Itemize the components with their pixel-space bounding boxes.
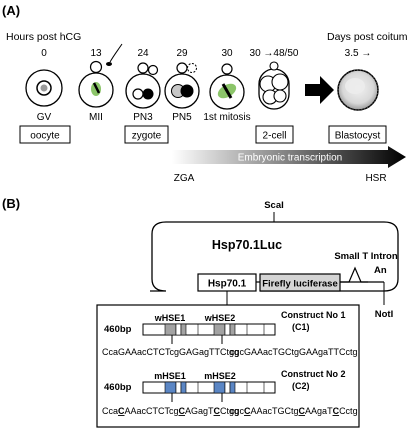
zygote-box	[124, 125, 169, 144]
blastocyst-box-label: Blastocyst	[335, 131, 381, 142]
gv-oocyte-cell	[25, 69, 63, 107]
construct-title: Construct No 1	[281, 310, 346, 320]
transcription-gradient-arrow	[172, 146, 406, 168]
time-label: 30 →48/50	[250, 48, 299, 59]
panel-a: (A) Hours post hCG Days post coitum 0 13…	[2, 3, 408, 184]
construct-size: 460bp	[104, 382, 132, 393]
time-label: 13	[90, 48, 102, 59]
two-cell-embryo	[258, 61, 290, 110]
intron-peak	[340, 266, 368, 283]
intron-label: Small T Intron	[334, 251, 398, 262]
hse2-element	[213, 323, 226, 336]
oocyte-box-label: oocyte	[30, 131, 60, 142]
panel-b-label: (B)	[2, 196, 20, 211]
hours-header: Hours post hCG	[6, 31, 81, 43]
zygote-box-label: zygote	[132, 131, 162, 142]
zga-label: ZGA	[174, 173, 195, 184]
luciferase-label: Firefly luciferase	[262, 279, 338, 290]
construct-1: wHSE1 wHSE2 Construct No 1 (C1) 460bp Cc…	[102, 310, 358, 357]
two-cell-box-label: 2-cell	[263, 131, 287, 142]
hsp70-label: Hsp70.1	[208, 279, 247, 290]
plasmid-outline	[150, 221, 399, 292]
notl-label: NotI	[375, 309, 393, 320]
time-label: 0	[41, 48, 47, 59]
hse1-label: mHSE1	[154, 371, 186, 381]
construct-2: mHSE1 mHSE2 Construct No 2 (C2) 460bp Cc…	[102, 369, 358, 416]
progress-arrow	[305, 76, 334, 104]
hse2-label: mHSE2	[204, 371, 236, 381]
stage-label: MII	[89, 112, 103, 123]
hse1-label: wHSE1	[154, 313, 186, 323]
construct-title: Construct No 2	[281, 369, 346, 379]
stage-label: PN5	[172, 112, 192, 123]
hse1-element	[164, 323, 177, 336]
stage-label: GV	[37, 112, 52, 123]
hse1-element	[164, 381, 177, 394]
hse2-label: wHSE2	[204, 313, 236, 323]
an-label: An	[374, 265, 387, 276]
time-label: 24	[137, 48, 149, 59]
oocyte-box	[19, 125, 71, 144]
promoter-bar	[142, 323, 276, 336]
time-label: 30	[221, 48, 233, 59]
hse2-mutant-sequence: cgcCAAacTGCtgCAAgaTCCctg	[230, 406, 358, 416]
pn5-cell	[164, 62, 200, 109]
scal-label: ScaI	[264, 200, 284, 211]
stage-label: 1st mitosis	[203, 112, 250, 123]
panel-a-label: (A)	[2, 3, 20, 18]
first-mitosis-cell	[209, 63, 245, 110]
time-label: 29	[176, 48, 188, 59]
promoter-bar	[142, 381, 276, 394]
construct-size: 460bp	[104, 324, 132, 335]
hse2-element	[213, 381, 226, 394]
two-cell-box	[255, 125, 294, 144]
plasmid-name: Hsp70.1Luc	[212, 238, 282, 252]
transcription-label: Embryonic transcription	[238, 153, 342, 164]
mii-cell	[78, 43, 123, 108]
time-label: 3.5 →	[345, 48, 372, 59]
blastocyst-box	[328, 125, 387, 144]
hse2-sequence: cgcGAAacTGCtgGAAgaTTCctg	[230, 347, 358, 357]
hsr-label: HSR	[365, 173, 386, 184]
days-header: Days post coitum	[327, 31, 408, 43]
construct-id: (C2)	[292, 381, 310, 391]
hse1-sequence: CcaGAAacCTCTcgGAGagTTCtgg	[102, 347, 239, 357]
pn3-cell	[125, 62, 161, 109]
construct-id: (C1)	[292, 322, 310, 332]
panel-b: (B) ScaI Hsp70.1Luc Small T Intron An Hs…	[2, 196, 399, 428]
hse1-mutant-sequence: CcaCAAacCTCTcgCAGagTCCtgg	[102, 406, 239, 416]
blastocyst	[337, 69, 379, 111]
stage-label: PN3	[133, 112, 153, 123]
